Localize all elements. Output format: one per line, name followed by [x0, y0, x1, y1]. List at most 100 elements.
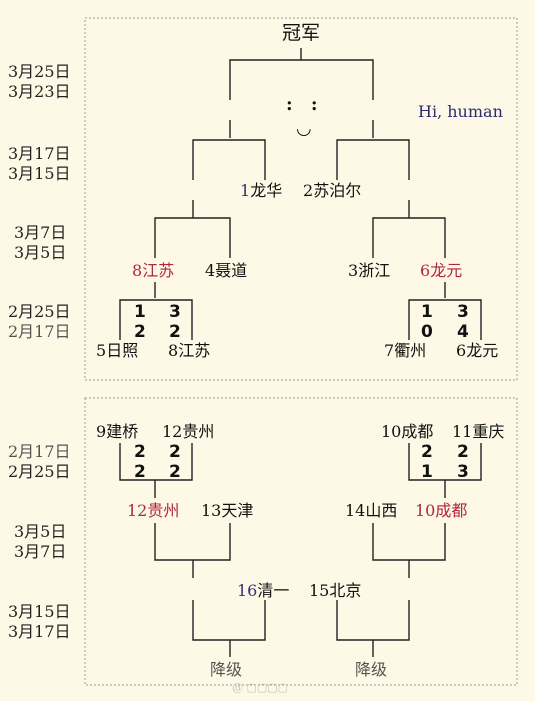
r1-right-team-a: 7衢州 [384, 343, 426, 359]
lower-final-left [192, 600, 266, 641]
lower-r2-left-team-b: 13天津 [201, 503, 253, 519]
score: 2 [169, 442, 181, 462]
score: 2 [421, 442, 433, 462]
face-mouth: ◡ [296, 118, 312, 139]
team-name: 建桥 [106, 422, 139, 441]
team-name: 衢州 [394, 341, 427, 360]
seed-number: 14 [345, 501, 366, 520]
greeting-text: Hi, human [418, 102, 503, 121]
date-label: 3月15日 [8, 602, 71, 621]
team-name: 重庆 [472, 422, 505, 441]
final-connector [229, 48, 374, 100]
r1-left-team-a: 5日照 [96, 343, 138, 359]
team-name: 成都 [401, 422, 434, 441]
seed-number: 9 [96, 422, 107, 441]
r1-left-team-b: 8江苏 [168, 343, 210, 359]
date-label: 3月25日 [8, 62, 71, 81]
seed-number: 1 [240, 181, 251, 200]
date-label: 2月25日 [8, 462, 71, 481]
lower-left-box [119, 443, 193, 481]
date-label: 3月5日 [14, 522, 67, 541]
team-name: 天津 [221, 501, 254, 520]
team-name: 山西 [365, 501, 398, 520]
score: 1 [421, 302, 433, 322]
seed-number: 16 [237, 581, 258, 600]
team-name: 贵州 [182, 422, 215, 441]
seed-number: 15 [309, 581, 330, 600]
upper-section-box [84, 17, 518, 381]
seed-number: 6 [456, 341, 467, 360]
score: 2 [169, 322, 181, 342]
semi-left-team: 1龙华 [240, 183, 282, 199]
score: 2 [457, 442, 469, 462]
relegation-label-left: 降级 [210, 660, 243, 679]
date-label: 3月7日 [14, 223, 67, 242]
seed-number: 8 [132, 261, 143, 280]
seed-number: 10 [415, 501, 436, 520]
team-name: 苏泊尔 [313, 181, 362, 200]
date-label: 2月17日 [8, 442, 71, 461]
face-eyes: : : [286, 94, 324, 115]
score: 4 [457, 322, 469, 342]
qf-right-team-a: 3浙江 [348, 263, 390, 279]
lower-final-team-b: 15北京 [309, 583, 361, 599]
date-label: 3月23日 [8, 82, 71, 101]
team-name: 贵州 [147, 501, 180, 520]
lower-left-team-b: 12贵州 [162, 424, 214, 440]
lower-section-box [84, 397, 518, 686]
team-name: 龙元 [466, 341, 499, 360]
seed-number: 7 [384, 341, 395, 360]
seed-number: 8 [168, 341, 179, 360]
score: 2 [134, 322, 146, 342]
score: 2 [169, 462, 181, 482]
date-label: 3月17日 [8, 144, 71, 163]
lower-r2-right-connector [372, 523, 446, 561]
date-label: 3月7日 [14, 542, 67, 561]
lower-r2-right-team-b: 10成都 [415, 503, 467, 519]
seed-number: 10 [381, 422, 402, 441]
score: 2 [134, 462, 146, 482]
date-label: 2月25日 [8, 302, 71, 321]
r1-right-box [408, 299, 482, 340]
team-name: 成都 [435, 501, 468, 520]
seed-number: 6 [420, 261, 431, 280]
qf-right-team-b: 6龙元 [420, 263, 462, 279]
seed-number: 12 [162, 422, 183, 441]
seed-number: 11 [452, 422, 473, 441]
score: 3 [457, 462, 469, 482]
seed-number: 2 [303, 181, 314, 200]
seed-number: 13 [201, 501, 222, 520]
r1-right-team-b: 6龙元 [456, 343, 498, 359]
date-label: 3月15日 [8, 164, 71, 183]
lower-final-team-a: 16清一 [237, 583, 289, 599]
semi-left-connector [192, 139, 266, 180]
team-name: 江苏 [142, 261, 175, 280]
team-name: 龙元 [430, 261, 463, 280]
qf-left-team-a: 8江苏 [132, 263, 174, 279]
score: 3 [457, 302, 469, 322]
watermark: @ ▢▢▢▢ [232, 681, 289, 694]
qf-left-team-b: 4聂道 [205, 263, 247, 279]
team-name: 清一 [257, 581, 290, 600]
score: 2 [134, 442, 146, 462]
seed-number: 12 [127, 501, 148, 520]
champion-title: 冠军 [282, 22, 321, 44]
lower-final-right [336, 600, 410, 641]
lower-left-team-a: 9建桥 [96, 424, 138, 440]
seed-number: 4 [205, 261, 216, 280]
seed-number: 3 [348, 261, 359, 280]
team-name: 聂道 [215, 261, 248, 280]
semi-right-team: 2苏泊尔 [303, 183, 361, 199]
date-label: 2月17日 [8, 322, 71, 341]
qf-left-connector [154, 217, 231, 258]
date-label: 3月17日 [8, 622, 71, 641]
score: 3 [169, 302, 181, 322]
team-name: 浙江 [358, 261, 391, 280]
lower-r2-left-connector [154, 523, 231, 561]
lower-r2-left-team-a: 12贵州 [127, 503, 179, 519]
score: 0 [421, 322, 433, 342]
relegation-label-right: 降级 [355, 660, 388, 679]
seed-number: 5 [96, 341, 107, 360]
semi-right-connector [336, 139, 410, 180]
lower-right-box [408, 443, 482, 481]
